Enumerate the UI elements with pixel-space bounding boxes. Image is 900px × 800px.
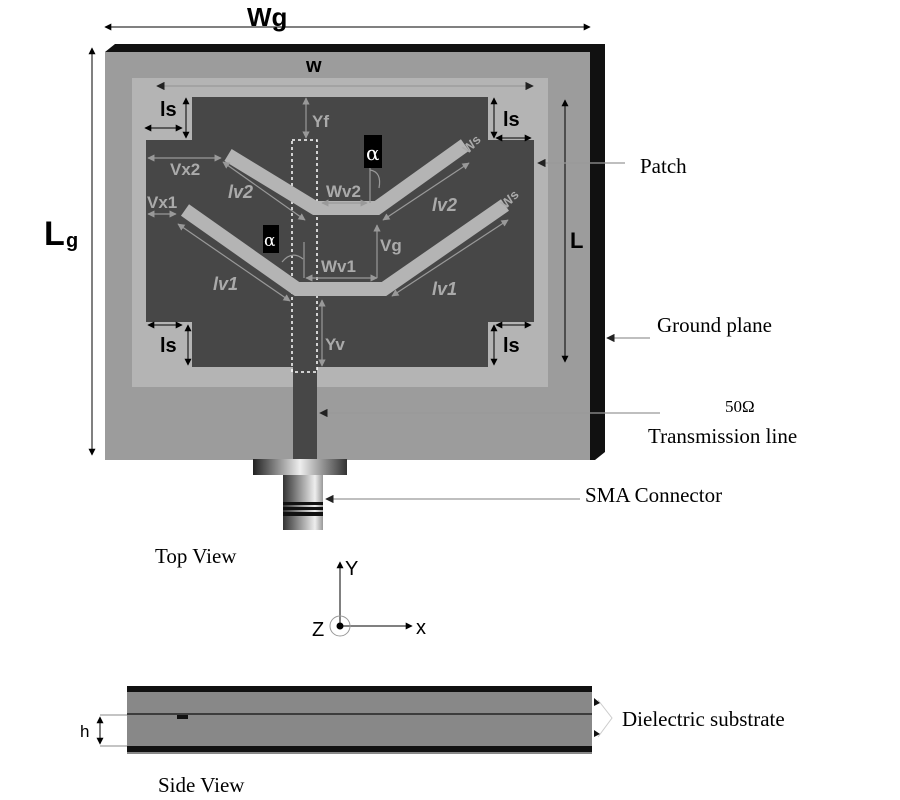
- alpha-box-lower: [263, 225, 279, 253]
- label-lg-sub: g: [66, 230, 78, 252]
- label-lv1-left: lv1: [213, 274, 238, 294]
- coordinate-axes: Y x Z: [312, 558, 426, 641]
- label-lv2-left: lv2: [228, 182, 253, 202]
- axis-y-label: Y: [345, 558, 358, 580]
- ls-arrows: [88, 23, 591, 456]
- label-vx2: Vx2: [170, 160, 200, 179]
- label-lv2-right: lv2: [432, 195, 457, 215]
- feed-dashed-outline: [291, 139, 318, 373]
- sma-connector: [253, 459, 347, 530]
- label-vx1: Vx1: [147, 193, 177, 212]
- label-wv1: Wv1: [321, 257, 356, 276]
- label-wg: Wg: [247, 2, 287, 32]
- callout-50-ohm: 50Ω: [725, 397, 755, 416]
- z-axis-icon: [329, 615, 351, 637]
- side-view-title: Side View: [158, 773, 245, 797]
- top-view-title: Top View: [155, 544, 237, 568]
- callout-substrate: Dielectric substrate: [622, 707, 785, 731]
- label-vg: Vg: [380, 236, 402, 255]
- label-h: h: [80, 722, 89, 741]
- alpha-box-upper: [364, 135, 382, 168]
- label-lv1-right: lv1: [432, 279, 457, 299]
- axis-z-label: Z: [312, 619, 324, 641]
- label-yf: Yf: [312, 112, 329, 131]
- callout-sma: SMA Connector: [585, 483, 722, 507]
- label-ls-br: ls: [503, 335, 520, 357]
- axis-x-label: x: [416, 617, 426, 639]
- label-wv2: Wv2: [326, 182, 361, 201]
- label-yv: Yv: [325, 335, 345, 354]
- callout-ground-plane: Ground plane: [657, 313, 772, 337]
- label-l: L: [570, 228, 583, 253]
- label-ls-bl: ls: [160, 335, 177, 357]
- side-view: h: [80, 686, 613, 754]
- transmission-line: [293, 300, 317, 460]
- label-lg: L: [44, 215, 65, 253]
- label-w: w: [305, 55, 322, 77]
- label-alpha-upper: α: [366, 141, 380, 165]
- label-alpha-lower: α: [264, 231, 276, 251]
- callout-patch: Patch: [640, 154, 687, 178]
- label-ls-tl: ls: [160, 99, 177, 121]
- label-ls-tr: ls: [503, 109, 520, 131]
- callout-transmission-line: Transmission line: [648, 424, 797, 448]
